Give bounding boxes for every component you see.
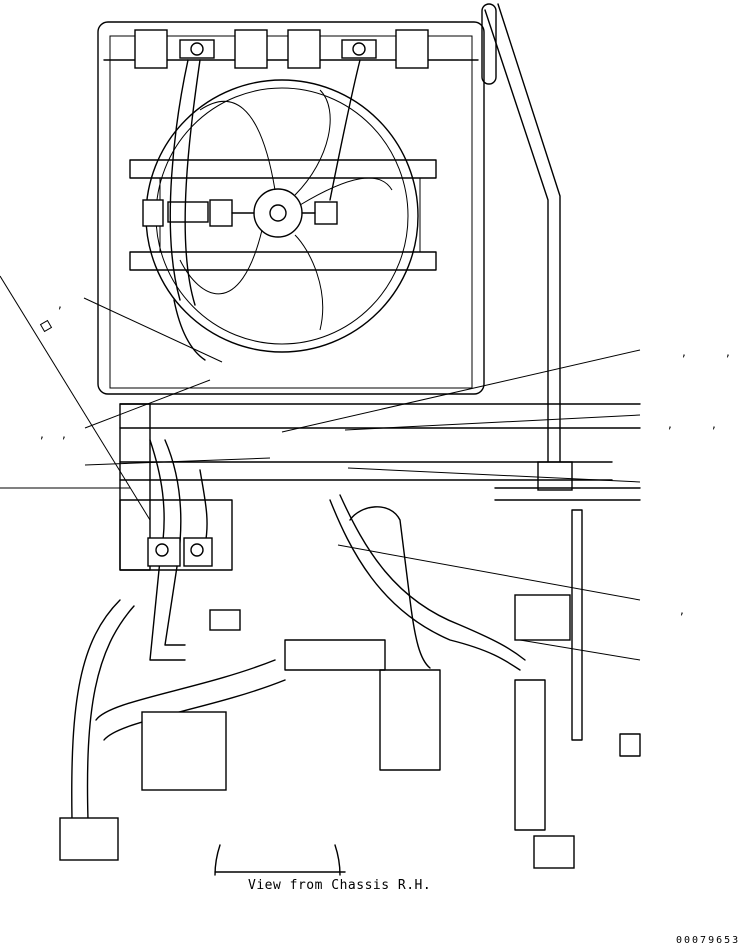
- callout-mark: ,: [40, 427, 44, 441]
- callout-mark: ,: [58, 297, 62, 311]
- leader-lines: [0, 275, 641, 661]
- lower-components: [59, 509, 641, 873]
- note-square: [39, 319, 53, 333]
- handrail: [481, 3, 573, 491]
- callout-mark: ,: [712, 417, 716, 431]
- top-valve-blocks: [134, 29, 429, 69]
- callout-mark: ,: [726, 345, 730, 359]
- document-number: 00079653: [676, 935, 741, 946]
- hydraulic-hoses: [71, 59, 526, 876]
- callout-mark: ,: [682, 345, 686, 359]
- fan-motor-fittings: [142, 199, 338, 227]
- callout-mark: ,: [668, 417, 672, 431]
- drawing-caption: View from Chassis R.H.: [248, 878, 432, 893]
- callout-mark: ,: [62, 427, 66, 441]
- callout-mark: ,: [680, 603, 684, 617]
